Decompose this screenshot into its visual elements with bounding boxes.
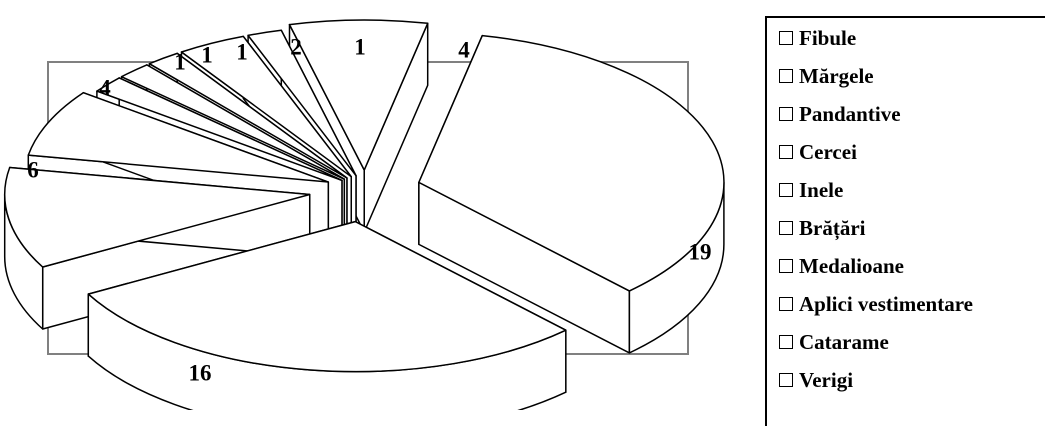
- legend-swatch: [779, 373, 793, 387]
- data-label: 19: [689, 240, 712, 265]
- data-label: 1: [201, 43, 213, 68]
- data-label: 1: [174, 50, 186, 75]
- legend-swatch: [779, 183, 793, 197]
- legend-label: Catarame: [799, 329, 889, 354]
- slice-margele: [87, 220, 567, 410]
- legend-swatch: [779, 107, 793, 121]
- legend-label: Inele: [799, 177, 844, 202]
- data-label: 6: [27, 158, 39, 183]
- legend-swatch: [779, 31, 793, 45]
- data-label: 4: [458, 38, 470, 63]
- legend-label: Cercei: [799, 139, 857, 164]
- legend-item: Verigi: [779, 366, 853, 394]
- legend-label: Fibule: [799, 25, 857, 50]
- data-label: 2: [290, 35, 302, 60]
- legend-swatch: [779, 335, 793, 349]
- legend-item: Catarame: [779, 328, 889, 356]
- legend-label: Brățări: [799, 215, 866, 240]
- slice-pandantive: [3, 166, 311, 330]
- slices-layer: [3, 19, 725, 410]
- legend-item: Fibule: [779, 24, 856, 52]
- data-label: 1: [236, 40, 248, 65]
- legend-swatch: [779, 69, 793, 83]
- legend-swatch: [779, 145, 793, 159]
- legend-item: Brățări: [779, 214, 865, 242]
- legend-label: Verigi: [799, 367, 854, 392]
- legend-item: Mărgele: [779, 62, 874, 90]
- legend-label: Pandantive: [799, 101, 901, 126]
- data-label: 16: [189, 361, 212, 386]
- legend-label: Medalioane: [799, 253, 904, 278]
- legend-item: Inele: [779, 176, 843, 204]
- legend-item: Aplici vestimentare: [779, 290, 973, 318]
- data-label: 1: [354, 35, 366, 60]
- slice-fibule: [418, 34, 725, 354]
- legend-label: Mărgele: [799, 63, 874, 88]
- legend-item: Pandantive: [779, 100, 901, 128]
- legend-swatch: [779, 297, 793, 311]
- legend-item: Cercei: [779, 138, 857, 166]
- legend-swatch: [779, 259, 793, 273]
- legend-swatch: [779, 221, 793, 235]
- legend-label: Aplici vestimentare: [799, 291, 973, 316]
- legend-item: Medalioane: [779, 252, 904, 280]
- data-label: 4: [99, 76, 111, 101]
